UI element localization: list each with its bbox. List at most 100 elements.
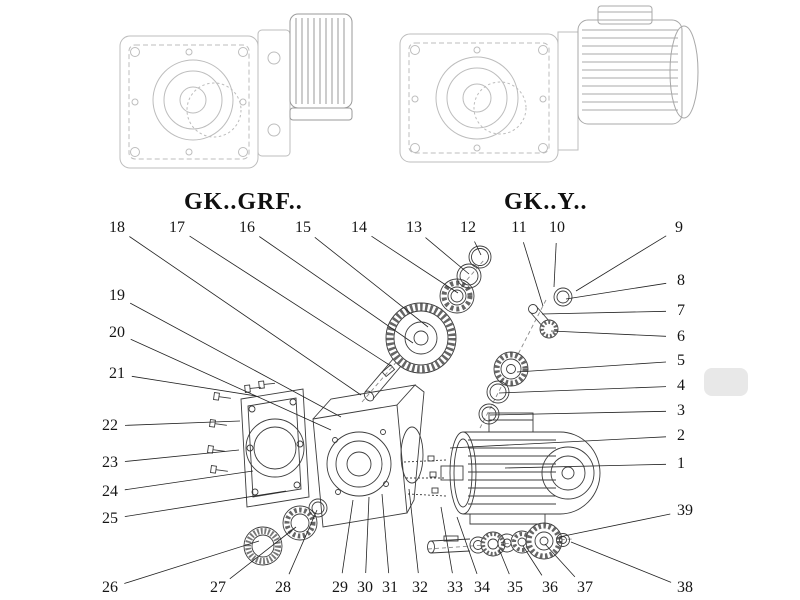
leader-line-38 (570, 541, 672, 583)
part-number-21: 21 (109, 365, 125, 382)
leader-line-33 (440, 506, 453, 574)
leader-line-13 (425, 237, 470, 275)
motor-drawing (577, 5, 699, 125)
part-number-13: 13 (406, 219, 422, 236)
leader-line-5 (516, 361, 667, 373)
part-number-15: 15 (295, 219, 311, 236)
part-number-2: 2 (677, 427, 685, 444)
part-number-5: 5 (677, 352, 685, 369)
leader-line-36 (522, 545, 543, 576)
retaining-ring-output (308, 498, 328, 518)
leader-line-25 (124, 490, 287, 517)
part-number-19: 19 (109, 287, 125, 304)
leader-line-15 (314, 236, 429, 328)
part-number-4: 4 (677, 377, 685, 394)
retaining-ring-small (553, 287, 573, 307)
part-number-10: 10 (549, 219, 565, 236)
part-number-30: 30 (357, 579, 373, 596)
oil-seal (243, 526, 283, 566)
part-number-39: 39 (677, 502, 693, 519)
leader-line-11 (523, 242, 544, 307)
part-number-26: 26 (102, 579, 118, 596)
leader-line-21 (131, 375, 257, 397)
part-number-37: 37 (577, 579, 593, 596)
mounting-flange-plate (240, 388, 310, 508)
part-number-25: 25 (102, 510, 118, 527)
leader-line-4 (498, 386, 667, 394)
snap-ring (468, 245, 492, 269)
spacer-ring (486, 380, 510, 404)
part-number-9: 9 (675, 219, 683, 236)
leader-line-34 (456, 516, 478, 575)
leader-line-39 (558, 513, 671, 538)
screen-artifact (704, 368, 748, 396)
part-number-34: 34 (474, 579, 490, 596)
leader-line-37 (544, 543, 576, 578)
part-number-3: 3 (677, 402, 685, 419)
part-number-14: 14 (351, 219, 367, 236)
output-bearing (282, 505, 318, 541)
gearbox-housing (312, 384, 425, 528)
leader-line-22 (124, 420, 241, 426)
leader-line-28 (288, 509, 318, 575)
leader-line-17 (189, 235, 392, 367)
part-number-23: 23 (102, 454, 118, 471)
gearbox-drawing-y (399, 5, 699, 163)
part-number-1: 1 (677, 455, 685, 472)
leader-line-1 (504, 463, 667, 469)
shim-ring (456, 263, 482, 289)
leader-line-9 (575, 235, 667, 292)
leader-line-18 (129, 236, 362, 396)
gearbox-drawing-grf (119, 13, 353, 169)
part-number-18: 18 (109, 219, 125, 236)
leader-line-30 (365, 496, 370, 574)
leader-line-6 (550, 330, 667, 337)
exploded-view (207, 245, 601, 566)
leader-line-24 (124, 470, 254, 491)
part-number-6: 6 (677, 328, 685, 345)
part-number-16: 16 (239, 219, 255, 236)
part-number-29: 29 (332, 579, 348, 596)
leader-line-10 (553, 242, 557, 288)
part-number-32: 32 (412, 579, 428, 596)
leader-lines (124, 235, 672, 584)
part-number-22: 22 (102, 417, 118, 434)
leader-line-2 (449, 436, 667, 449)
part-number-17: 17 (169, 219, 185, 236)
motor-bolts (427, 455, 439, 494)
output-shaft-assembly (427, 522, 570, 560)
leader-line-32 (408, 488, 419, 574)
leader-line-26 (124, 540, 260, 584)
finned-input-cover (289, 13, 353, 121)
model-label-gk-y: GK..Y.. (504, 189, 588, 215)
leader-line-29 (341, 499, 354, 574)
leader-line-35 (498, 548, 510, 575)
leader-line-19 (130, 302, 342, 418)
leader-line-27 (229, 526, 297, 580)
leader-line-7 (541, 310, 667, 315)
part-number-24: 24 (102, 483, 118, 500)
leader-line-14 (371, 235, 459, 294)
leader-line-8 (565, 282, 667, 300)
leader-line-16 (259, 236, 414, 344)
leader-line-23 (124, 449, 240, 462)
part-number-33: 33 (447, 579, 463, 596)
assembly-dotted-lines (403, 459, 447, 497)
part-number-12: 12 (460, 219, 476, 236)
part-number-36: 36 (542, 579, 558, 596)
leader-line-12 (474, 241, 482, 256)
part-number-35: 35 (507, 579, 523, 596)
part-number-20: 20 (109, 324, 125, 341)
large-helical-gear (385, 302, 457, 374)
part-number-38: 38 (677, 579, 693, 596)
model-label-gk-grf: GK..GRF.. (184, 189, 303, 215)
part-number-8: 8 (677, 272, 685, 289)
part-number-28: 28 (275, 579, 291, 596)
part-number-31: 31 (382, 579, 398, 596)
bevel-pinion (528, 304, 559, 339)
leader-line-31 (381, 493, 390, 574)
electric-motor (440, 412, 601, 525)
part-number-11: 11 (511, 219, 527, 236)
